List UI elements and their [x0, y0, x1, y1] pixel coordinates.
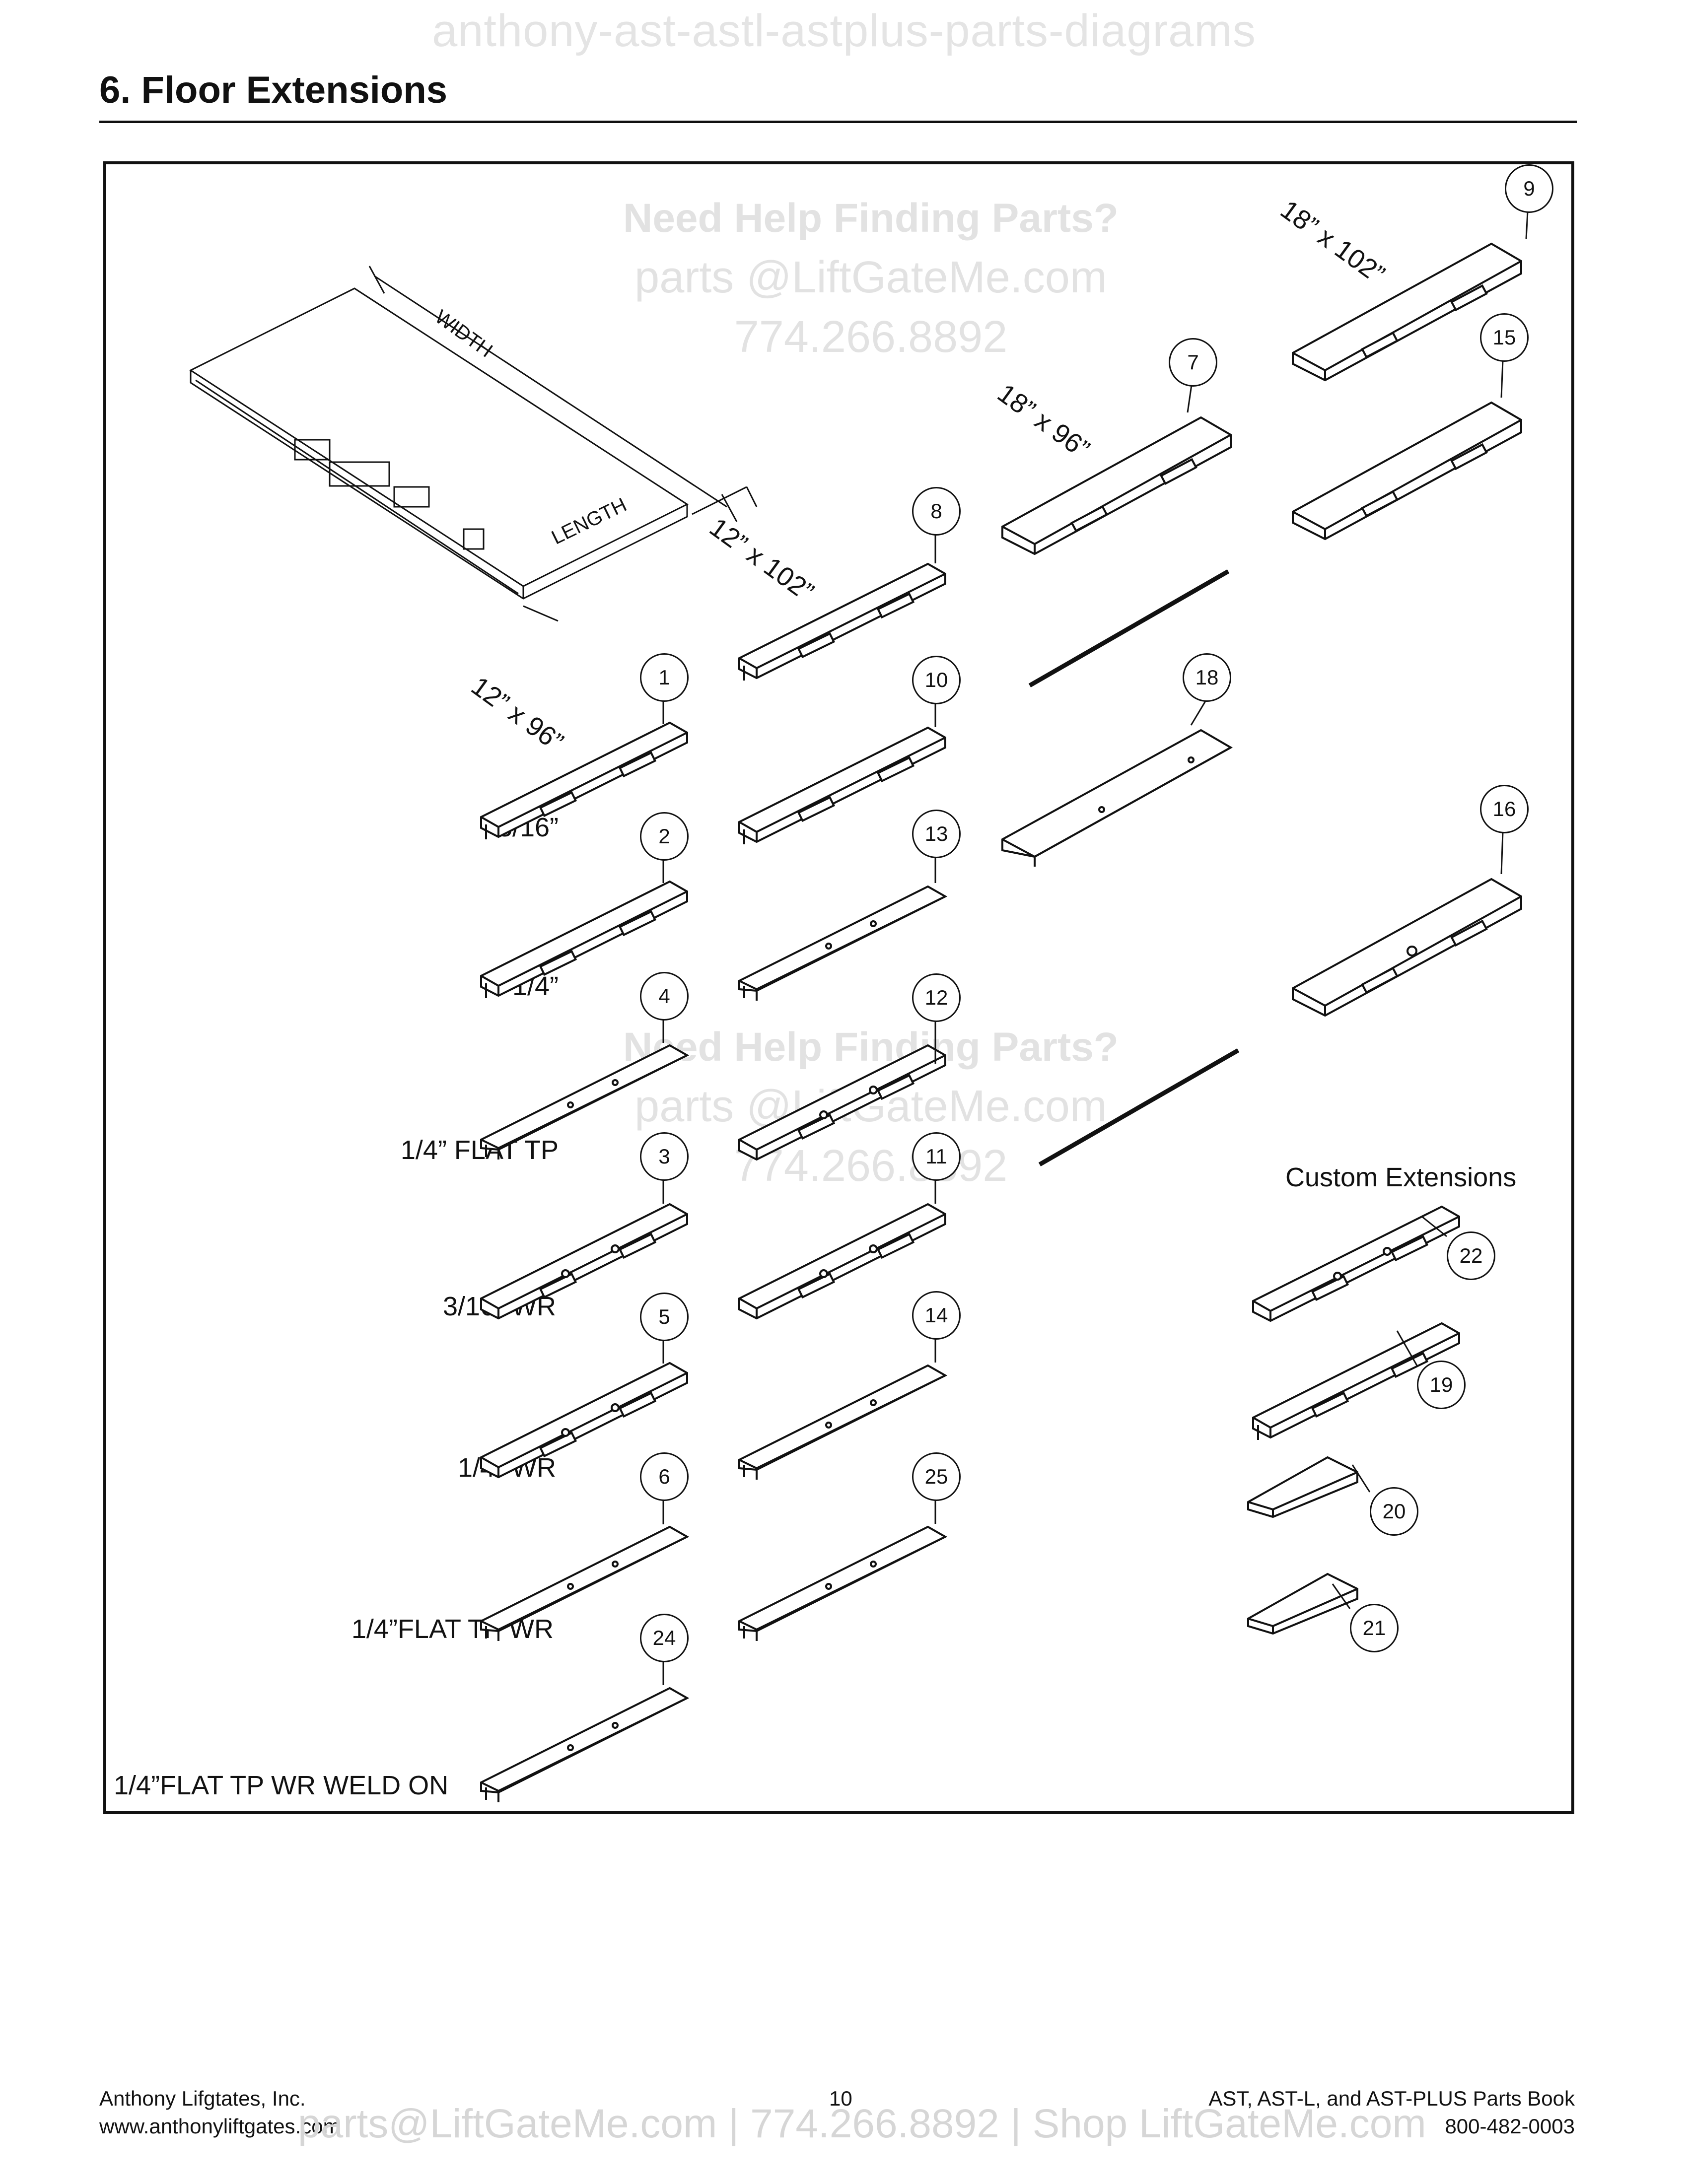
callout-3: 3 — [640, 1132, 689, 1181]
footer-company: Anthony Lifgtates, Inc. — [99, 2087, 306, 2110]
help-watermark-heading: Need Help Finding Parts? — [623, 196, 1119, 241]
separator-line-lower — [1038, 1048, 1240, 1166]
row-label-1-4-flat-tp: 1/4” FLAT TP — [400, 1135, 559, 1165]
callout-12: 12 — [912, 973, 961, 1022]
platform-overview-drawing — [189, 266, 758, 622]
callout-11: 11 — [912, 1132, 961, 1181]
callout-20: 20 — [1370, 1487, 1418, 1536]
callout-14: 14 — [912, 1291, 961, 1340]
callout-1: 1 — [640, 653, 689, 702]
callout-10: 10 — [912, 656, 961, 704]
callout-9: 9 — [1505, 164, 1553, 213]
help-watermark-phone: 774.266.8892 — [734, 1141, 1008, 1191]
leader-lines — [662, 211, 1529, 1685]
callout-5: 5 — [640, 1293, 689, 1341]
callout-4: 4 — [640, 972, 689, 1021]
floor-extensions-diagram: Need Help Finding Parts? parts @LiftGate… — [103, 161, 1574, 1814]
footer-book-title: AST, AST-L, and AST-PLUS Parts Book — [1208, 2087, 1575, 2110]
callout-18: 18 — [1183, 653, 1231, 702]
footer-left: Anthony Lifgtates, Inc. www.anthonyliftg… — [99, 2085, 341, 2140]
help-watermark-heading: Need Help Finding Parts? — [623, 1024, 1119, 1070]
help-watermark-lower: Need Help Finding Parts? parts @LiftGate… — [548, 1018, 1194, 1196]
callout-24: 24 — [640, 1614, 689, 1662]
callout-15: 15 — [1480, 313, 1529, 362]
custom-extensions-heading: Custom Extensions — [1285, 1162, 1517, 1192]
help-watermark-phone: 774.266.8892 — [734, 312, 1008, 362]
top-watermark: anthony-ast-astl-astplus-parts-diagrams — [432, 5, 1256, 56]
callout-13: 13 — [912, 810, 961, 858]
callout-22: 22 — [1447, 1231, 1495, 1280]
section-title: 6. Floor Extensions — [99, 69, 448, 111]
callout-19: 19 — [1417, 1361, 1466, 1409]
footer-contact-watermark: parts@LiftGateMe.com | 774.266.8892 | Sh… — [298, 2101, 1426, 2146]
callout-7: 7 — [1169, 338, 1217, 387]
footer-right: AST, AST-L, and AST-PLUS Parts Book 800-… — [1208, 2085, 1575, 2140]
title-rule — [99, 121, 1577, 123]
callout-21: 21 — [1350, 1604, 1399, 1652]
callout-6: 6 — [640, 1452, 689, 1501]
separator-line-upper — [1028, 569, 1230, 687]
row-label-1-4-flat-tp-wr-weld-on: 1/4”FLAT TP WR WELD ON — [114, 1771, 449, 1800]
callout-8: 8 — [912, 487, 961, 536]
callout-25: 25 — [912, 1452, 961, 1501]
help-watermark-email: parts @LiftGateMe.com — [634, 253, 1107, 302]
callout-16: 16 — [1480, 785, 1529, 833]
footer-website-link[interactable]: www.anthonyliftgates.com — [99, 2115, 341, 2138]
footer-page-number: 10 — [829, 2087, 852, 2110]
footer-phone: 800-482-0003 — [1445, 2115, 1575, 2138]
help-watermark-upper: Need Help Finding Parts? parts @LiftGate… — [548, 189, 1194, 367]
callout-2: 2 — [640, 812, 689, 861]
